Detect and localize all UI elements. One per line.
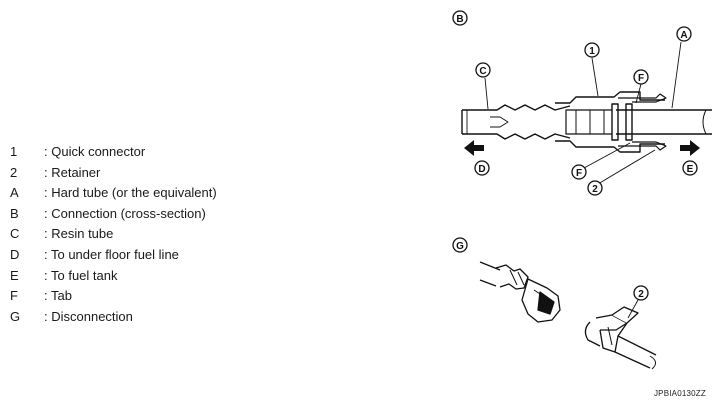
- retainer-shape: [611, 93, 667, 151]
- hard-tube-shape: [616, 109, 712, 135]
- legend-key: F: [10, 288, 18, 304]
- leader-line: [627, 299, 639, 319]
- callout-label: A: [680, 30, 687, 41]
- callout-d: D: [474, 160, 490, 176]
- legend-text: : To under floor fuel line: [44, 246, 179, 262]
- legend-text: : Tab: [44, 288, 72, 304]
- callout-label: 1: [589, 46, 595, 57]
- callout-f-top: F: [633, 69, 649, 85]
- callout-a: A: [676, 26, 692, 42]
- callout-label: E: [687, 164, 694, 175]
- cross-section-view: [461, 91, 712, 153]
- legend-text: : Disconnection: [44, 308, 133, 324]
- arrow-right-icon: [680, 140, 700, 156]
- arrow-left-icon: [464, 140, 484, 156]
- legend-key: B: [10, 205, 19, 221]
- legend-row: A : Hard tube (or the equivalent): [10, 183, 217, 204]
- legend-row: E : To fuel tank: [10, 266, 217, 287]
- legend-key: D: [10, 246, 20, 262]
- callout-2-top: 2: [587, 180, 603, 196]
- legend-key: A: [10, 185, 19, 201]
- flow-arrows: [464, 140, 700, 156]
- legend-text: : Hard tube (or the equivalent): [44, 185, 217, 201]
- callout-label: 2: [592, 184, 598, 195]
- quick-connector-shape: [555, 91, 665, 153]
- legend-key: E: [10, 267, 19, 283]
- callout-c: C: [475, 62, 491, 78]
- reference-code: JPBIA0130ZZ: [653, 389, 706, 398]
- callout-label: C: [479, 66, 486, 77]
- callout-label: D: [478, 164, 485, 175]
- legend-row: B : Connection (cross-section): [10, 204, 217, 225]
- legend-key: C: [10, 226, 20, 242]
- legend-row: C : Resin tube: [10, 224, 217, 245]
- connector-piece: [479, 261, 561, 323]
- callout-b: B: [452, 10, 468, 26]
- legend-key: 1: [10, 144, 18, 159]
- leader-lines: [484, 41, 682, 185]
- callout-label: F: [576, 168, 582, 179]
- callout-label: F: [638, 73, 644, 84]
- callout-label: G: [456, 241, 464, 252]
- legend-row: 2 : Retainer: [10, 163, 217, 184]
- callout-e: E: [682, 160, 698, 176]
- legend-text: : Resin tube: [44, 226, 114, 242]
- legend-row: D : To under floor fuel line: [10, 245, 217, 266]
- legend-list: 1 : Quick connector 2 : Retainer A : Hard t…: [10, 142, 217, 327]
- callout-label: B: [456, 14, 463, 25]
- legend-row: 1 : Quick connector: [10, 142, 217, 163]
- legend-key: G: [10, 308, 21, 324]
- callout-2-bottom: 2: [633, 285, 649, 301]
- callout-1: 1: [584, 42, 600, 58]
- legend-key: 2: [10, 164, 18, 180]
- legend-row: G : Disconnection: [10, 307, 217, 328]
- legend-row: F : Tab: [10, 286, 217, 307]
- resin-tube-shape: [461, 104, 571, 140]
- legend-text: : Retainer: [44, 164, 101, 180]
- legend-text: : To fuel tank: [44, 267, 118, 283]
- callout-label: 2: [638, 289, 644, 300]
- legend-text: : Quick connector: [44, 144, 146, 159]
- callout-f-bottom: F: [571, 164, 587, 180]
- legend-text: : Connection (cross-section): [44, 205, 206, 221]
- callout-g: G: [452, 237, 468, 253]
- tube-piece: [584, 306, 657, 370]
